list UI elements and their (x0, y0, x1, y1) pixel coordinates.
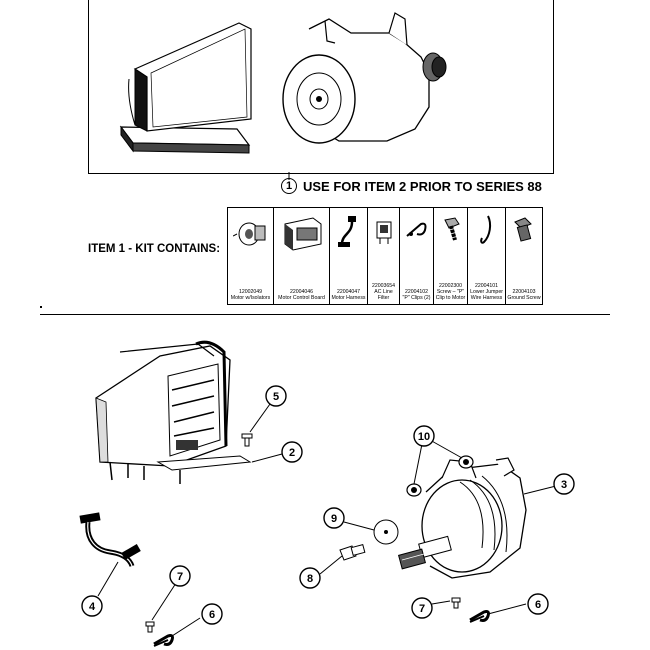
kit-part-desc: Lower Jumper Wire Harness (470, 289, 503, 301)
margin-mark (40, 306, 42, 308)
kit-part-number: 12002049 (238, 289, 263, 295)
washer-9-illustration (373, 519, 399, 545)
jumper-wire-icon (479, 215, 491, 244)
ground-screw-icon (514, 217, 532, 242)
exploded-view: 2 3 4 5 6 6 7 7 8 9 10 (79, 340, 575, 647)
motor-assembly-illustration (397, 457, 527, 579)
callout-6-left: 6 (209, 609, 215, 621)
callout-6-right: 6 (535, 599, 541, 611)
screw-5-illustration (241, 433, 253, 447)
line-filter-icon (376, 221, 391, 244)
bolt-8-illustration (339, 543, 366, 561)
top-illustration-frame (88, 0, 554, 174)
callout-7-right: 7 (419, 603, 425, 615)
kit-part-number: 22004046 (289, 289, 314, 295)
kit-item-p-clips: 22004102 "P" Clips (2) (400, 208, 434, 304)
note-leader-line (288, 172, 290, 180)
screw-7-left-illustration (145, 621, 155, 633)
callout-numbers: 2 3 4 5 6 6 7 7 8 9 10 (89, 391, 567, 621)
callout-circles (81, 385, 575, 625)
callout-3: 3 (561, 479, 567, 491)
kit-item-motor: 12002049 Motor w/Isolators (228, 208, 274, 304)
control-board-icon (284, 217, 321, 251)
p-clip-icon (405, 222, 426, 237)
kit-part-number: 22002300 (438, 283, 463, 289)
section-divider (40, 314, 610, 315)
kit-part-desc: Motor Harness (331, 295, 366, 301)
control-box-illustration (95, 340, 252, 484)
screw-7-right-illustration (451, 597, 461, 609)
p-clip-6-right-illustration (469, 610, 490, 623)
motor-icon (282, 12, 447, 144)
kit-part-desc: "P" Clips (2) (402, 295, 431, 301)
kit-part-number: 22004047 (336, 289, 361, 295)
motor-icon (232, 222, 265, 246)
callout-9: 9 (331, 513, 337, 525)
callout-4: 4 (89, 601, 96, 613)
leader-lines (97, 403, 557, 637)
kit-part-number: 22003654 (371, 283, 396, 289)
series-note: 1 USE FOR ITEM 2 PRIOR TO SERIES 88 (281, 178, 542, 194)
kit-part-number: 22004101 (474, 283, 499, 289)
kit-item-line-filter: 22003654 AC Line Filter (368, 208, 400, 304)
kit-part-desc: Ground Screw (507, 295, 541, 301)
callout-7-left: 7 (177, 571, 183, 583)
callout-10: 10 (418, 431, 430, 443)
screw-icon (443, 217, 460, 241)
kit-item-ground-screw: 22004103 Ground Screw (506, 208, 542, 304)
motor-harness-illustration (79, 512, 141, 567)
kit-item-screw: 22002300 Screw – "P" Clip to Motor (434, 208, 468, 304)
filter-and-motor-illustration (119, 12, 447, 154)
kit-item-jumper-wire: 22004101 Lower Jumper Wire Harness (468, 208, 506, 304)
p-clip-6-left-illustration (153, 634, 174, 647)
kit-part-desc: Motor w/Isolators (230, 295, 271, 301)
callout-2: 2 (289, 447, 295, 459)
isolator-10-illustration (406, 455, 474, 497)
callout-8: 8 (307, 573, 313, 585)
callout-5: 5 (273, 391, 279, 403)
kit-contents-table: 12002049 Motor w/Isolators 22004046 Moto… (227, 207, 543, 305)
note-text: USE FOR ITEM 2 PRIOR TO SERIES 88 (303, 178, 542, 194)
kit-part-number: 22004102 (404, 289, 429, 295)
kit-item-control-board: 22004046 Motor Control Board (274, 208, 330, 304)
kit-part-number: 22004103 (512, 289, 536, 295)
filter-icon (119, 22, 252, 154)
kit-item-harness: 22004047 Motor Harness (330, 208, 368, 304)
harness-icon (337, 216, 356, 247)
kit-part-desc: AC Line Filter (374, 289, 393, 301)
kit-part-desc: Screw – "P" Clip to Motor (435, 289, 466, 301)
kit-label: ITEM 1 - KIT CONTAINS: (88, 243, 221, 255)
kit-part-desc: Motor Control Board (278, 295, 325, 301)
